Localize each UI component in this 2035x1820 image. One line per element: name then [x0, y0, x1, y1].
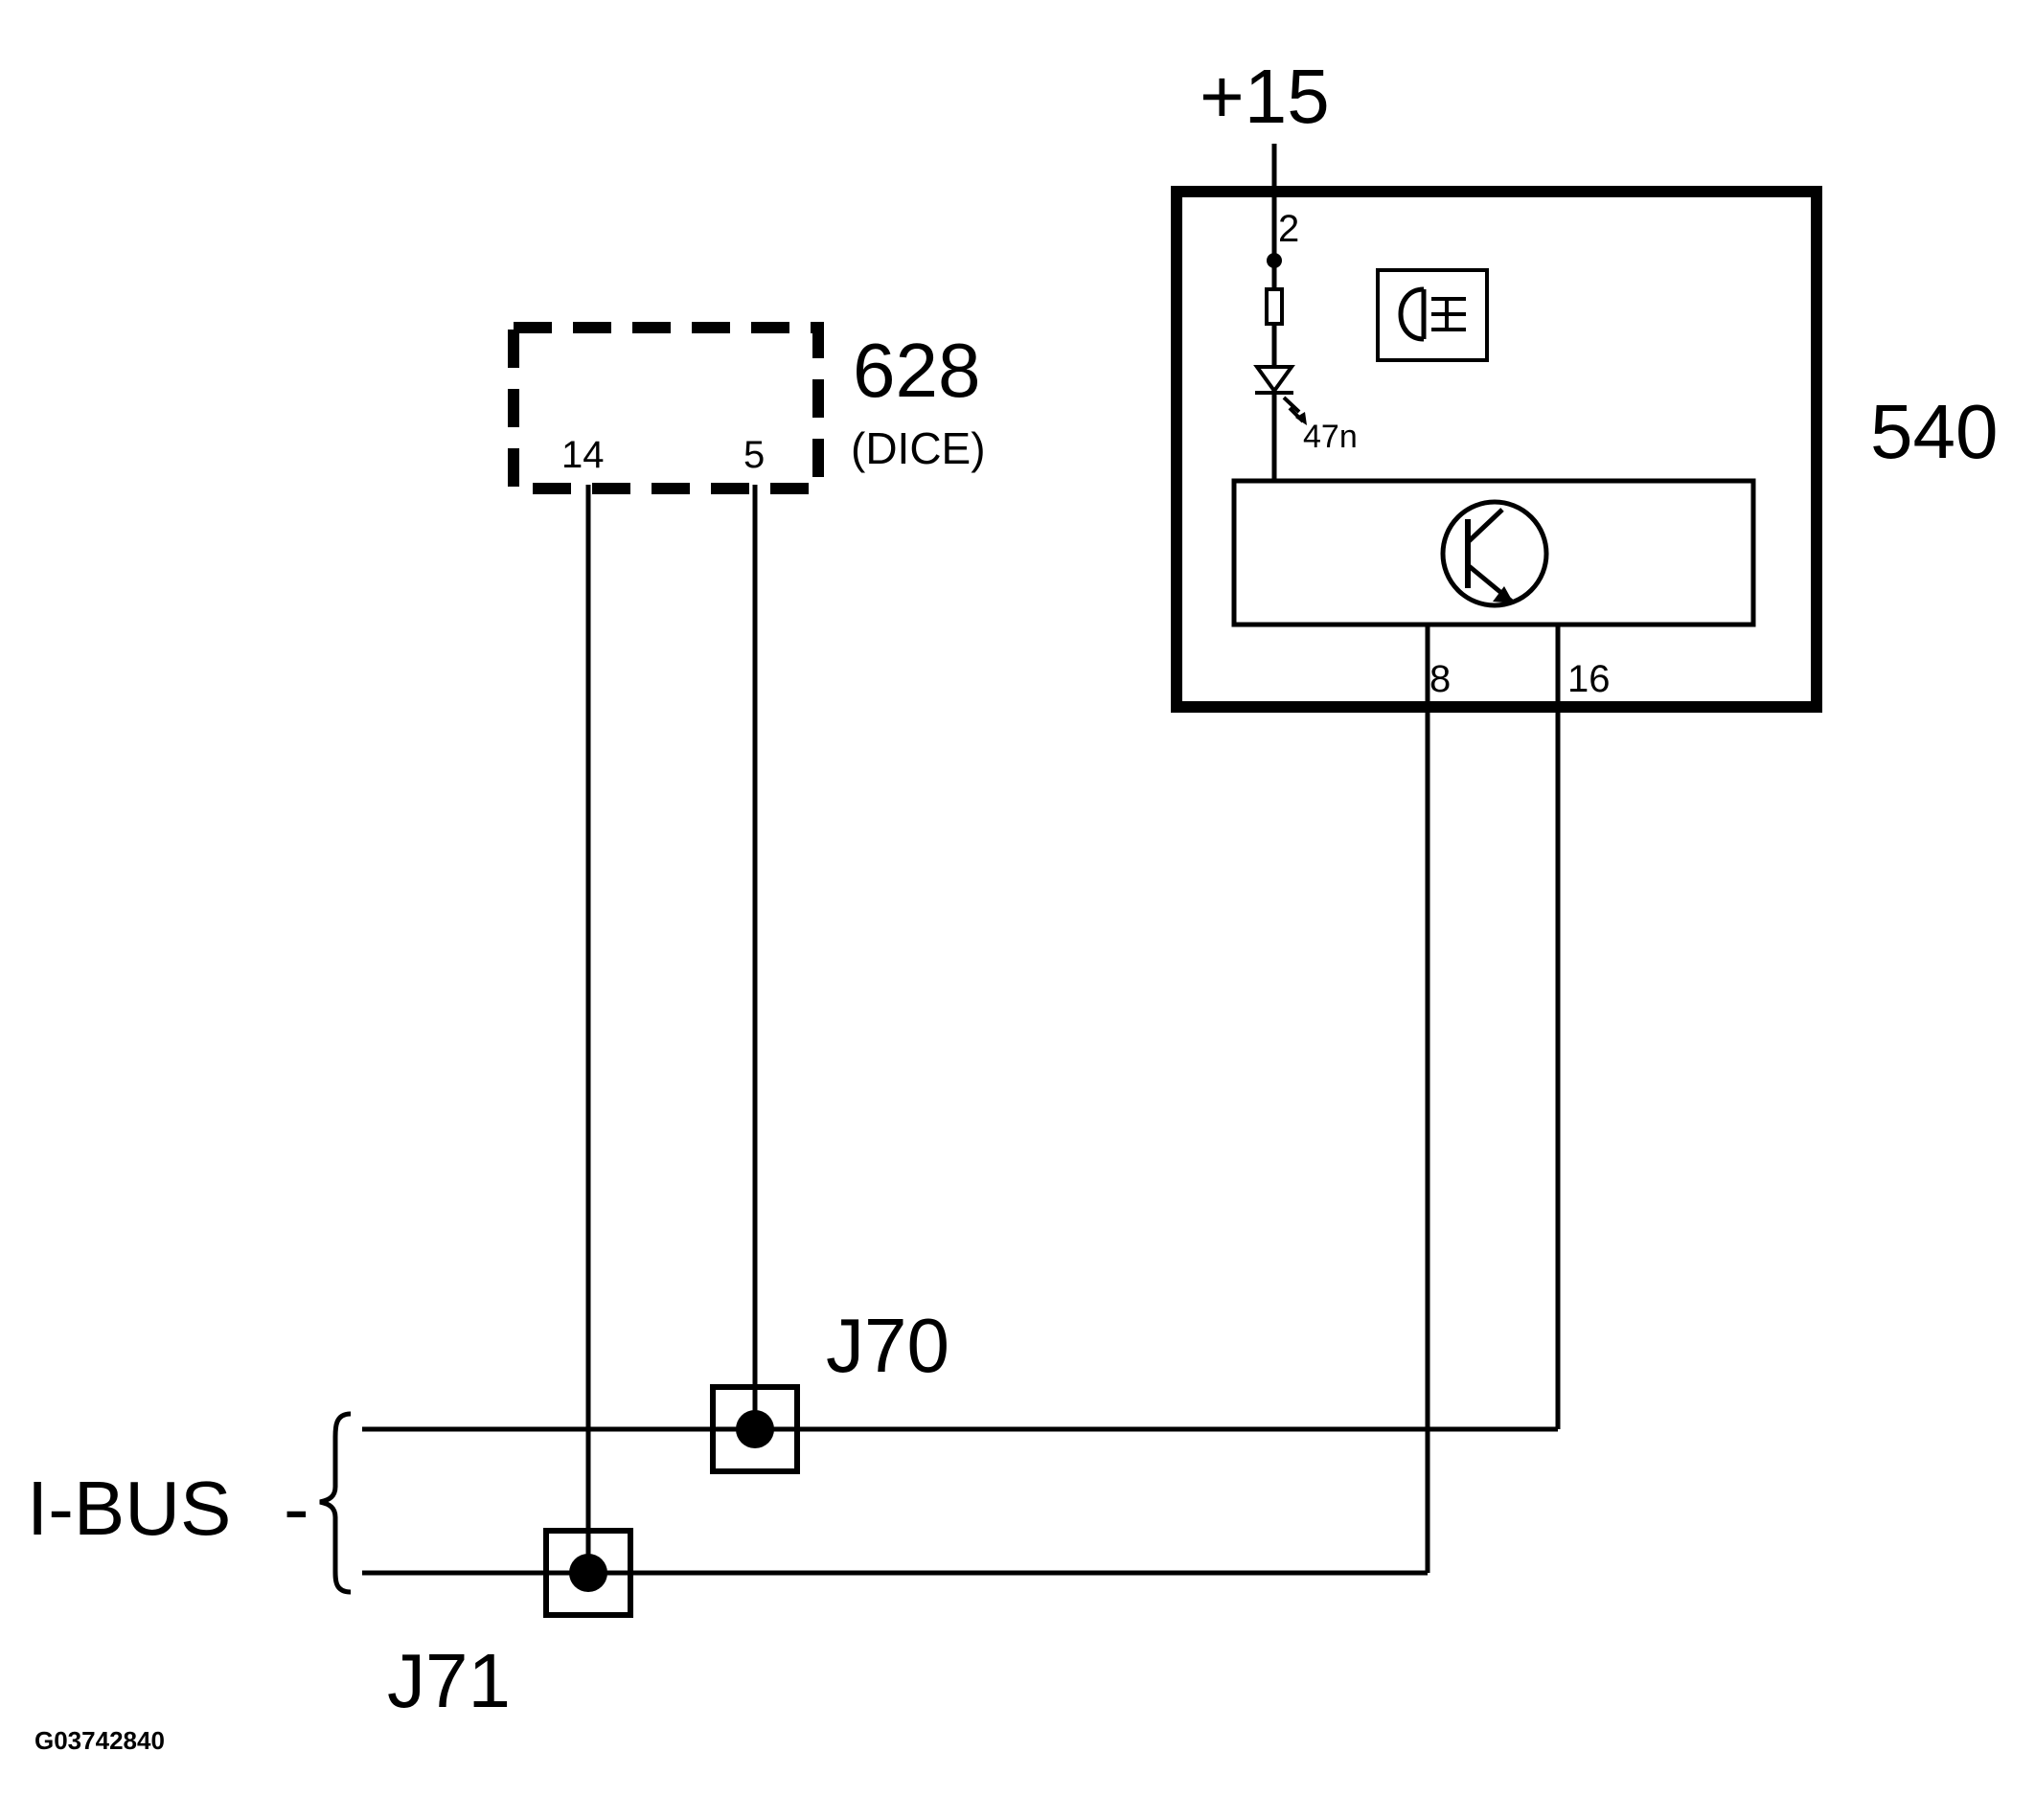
transistor-stage-box	[1231, 478, 1756, 627]
junction-j71-label: J71	[387, 1638, 511, 1723]
supply-label: +15	[1200, 54, 1330, 139]
module-540-pin-2: 2	[1278, 208, 1299, 250]
pin-2-node	[1267, 253, 1282, 268]
bus-brace	[319, 1411, 352, 1595]
pin-16-label-bg	[1564, 661, 1621, 699]
module-628-pin-5: 5	[743, 434, 765, 476]
bus-label: I-BUS	[27, 1466, 231, 1551]
bus-label-dash: -	[284, 1466, 309, 1551]
module-540-label: 540	[1870, 389, 1998, 474]
pin-8-label-bg	[1434, 661, 1463, 699]
module-540-pin-8: 8	[1429, 658, 1451, 700]
junction-j71	[543, 1528, 633, 1618]
resistor-symbol	[1265, 287, 1284, 326]
module-628-subtitle: (DICE)	[851, 423, 986, 473]
junction-j70	[710, 1384, 800, 1474]
module-628-label: 628	[853, 328, 980, 413]
junction-j70-label: J70	[826, 1303, 949, 1388]
module-540-pin-16: 16	[1567, 658, 1611, 700]
led-icon	[1253, 365, 1307, 425]
lamp-symbol-icon	[1376, 268, 1489, 362]
figure-code: G03742840	[34, 1726, 165, 1755]
module-628-housing	[508, 322, 824, 494]
module-628-pin-14: 14	[561, 434, 605, 476]
transistor-icon	[1440, 499, 1549, 608]
module-540-housing	[1171, 186, 1822, 713]
capacitor-value-label: 47n	[1303, 419, 1358, 455]
